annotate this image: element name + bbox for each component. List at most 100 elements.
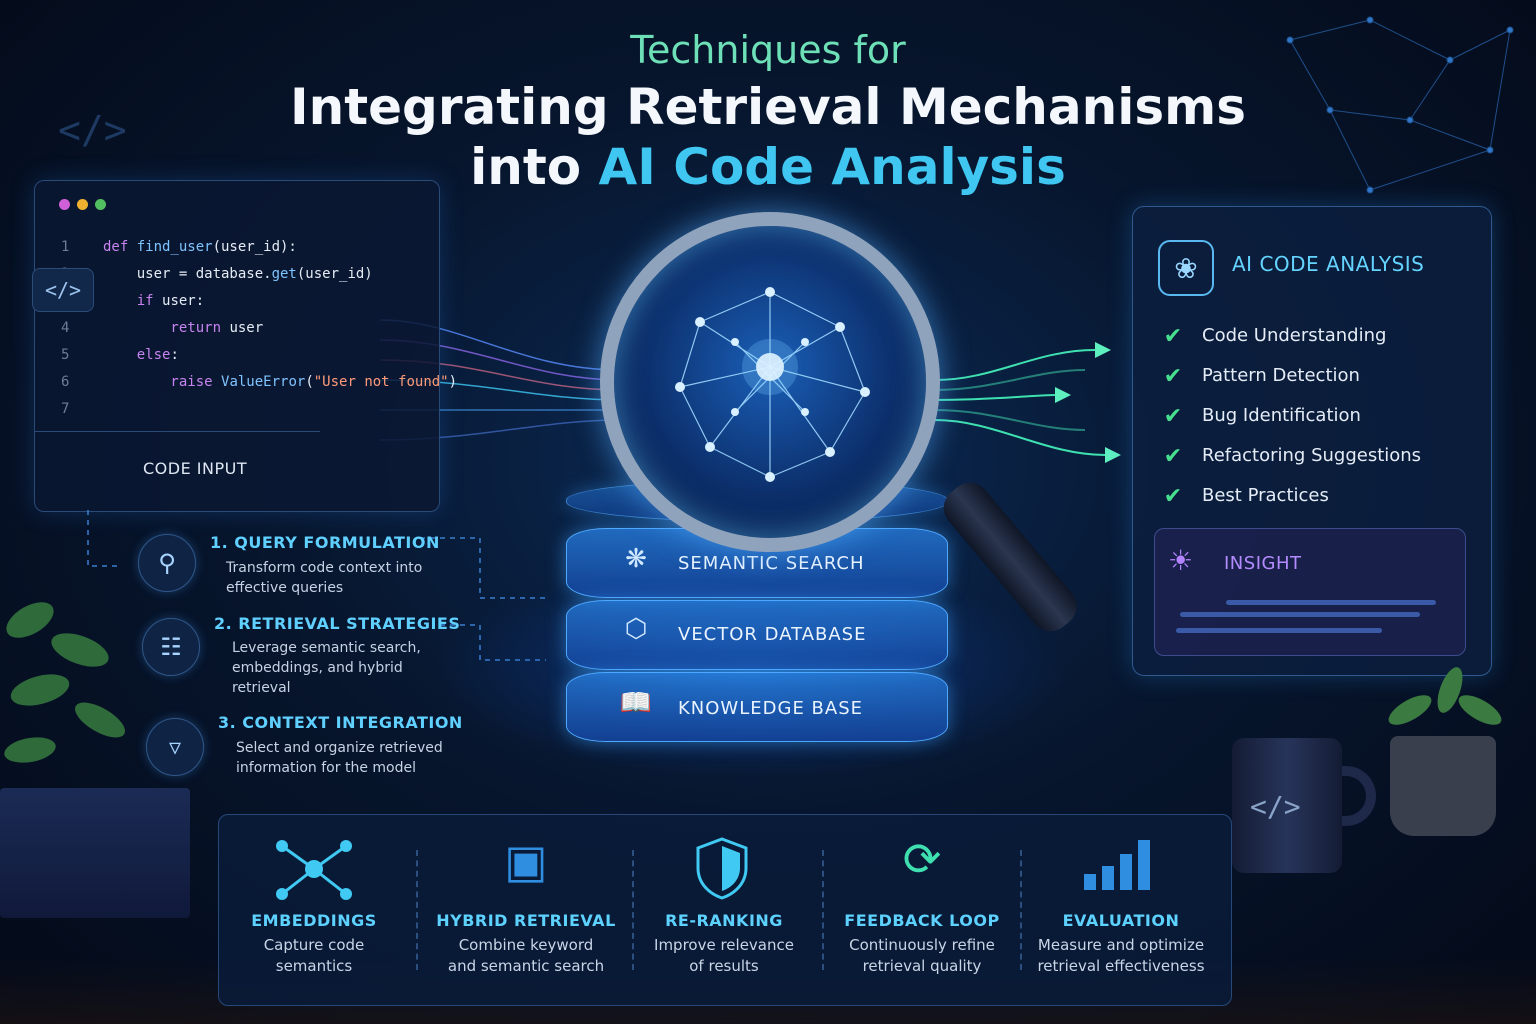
feature-description: of results [689,957,759,975]
puzzle-icon: ▣ [504,834,548,888]
feature-title: FEEDBACK LOOP [844,911,1000,930]
feature-title: HYBRID RETRIEVAL [436,911,616,930]
analysis-item: Best Practices [1202,485,1329,506]
stack-layer-knowledge-base [566,672,948,742]
page-title-line-1: Integrating Retrieval Mechanisms [290,78,1246,136]
books-decoration [0,788,190,918]
network-mesh-decoration [1286,16,1514,194]
code-line-4: return user [103,320,263,336]
code-editor-panel: 1 2 3 4 5 6 7 def find_user(user_id): us… [34,180,457,512]
code-keyword: raise [103,374,222,390]
feature-separator [822,850,824,970]
code-function: ValueError [221,374,306,390]
line-number: 6 [61,374,70,390]
feature-description: Combine keyword [458,936,594,954]
code-line-5: else: [103,347,179,363]
feature-separator [416,850,418,970]
code-text: user = database. [103,266,272,282]
analysis-item: Code Understanding [1202,325,1387,346]
stack-label: VECTOR DATABASE [678,624,867,645]
code-function: find_user [136,239,213,255]
code-text: ) [448,374,458,390]
check-icon: ✔ [1163,364,1183,389]
line-number: 7 [61,401,70,417]
stack-label: KNOWLEDGE BASE [678,698,863,719]
feature-description: retrieval quality [862,957,982,975]
hexagon-network-icon: ⬡ [624,614,648,644]
mug-handle [1330,766,1376,826]
code-keyword: else [103,347,171,363]
code-input-label: CODE INPUT [143,459,248,478]
code-keyword: return [103,320,230,336]
page-subtitle: Techniques for [630,28,906,72]
insight-placeholder-line [1180,612,1420,617]
book-icon: 📖 [619,688,653,718]
stack-label: SEMANTIC SEARCH [678,553,865,574]
page-title-line-2: into AI Code Analysis [0,138,1536,196]
filter-icon: ▿ [146,718,204,776]
feature-title: EVALUATION [1062,911,1180,930]
feature-description: Capture code [263,936,365,954]
graph-icon [276,840,352,900]
features-bar [218,814,1232,1006]
check-icon: ✔ [1163,404,1183,429]
plant-right-decoration [1388,667,1502,725]
stack-layer-vector-database [566,600,948,670]
code-line-3: if user: [103,293,204,309]
plant-left-decoration [4,602,125,763]
coffee-mug [1232,738,1342,873]
code-line-1: def find_user(user_id): [103,239,297,255]
code-text: (user_id): [212,239,297,255]
insight-placeholder-line [1226,600,1436,605]
title-accent: AI Code Analysis [598,138,1066,196]
code-text: ( [305,374,314,390]
search-icon: ⚲ [138,534,196,592]
network-icon: ❋ [625,544,647,574]
lightbulb-icon: ☀ [1168,544,1194,577]
code-symbol-decoration: </> [58,108,127,152]
feature-description: Continuously refine [849,936,995,954]
code-text: (user_id) [296,266,373,282]
code-function: get [271,266,297,282]
analysis-item: Bug Identification [1202,405,1361,426]
insight-placeholder-line [1176,628,1382,633]
code-line-2: user = database.get(user_id) [103,266,373,282]
window-dot-green [95,199,106,210]
feature-separator [632,850,634,970]
step-title: 2. RETRIEVAL STRATEGIES [214,614,461,633]
brain-icon: ❀ [1158,240,1214,296]
mug-code-logo: </> [1250,790,1301,823]
step-description: Transform code context into effective qu… [226,560,423,596]
database-icon: ☷ [142,618,200,676]
check-icon: ✔ [1163,444,1183,469]
feature-description: Measure and optimize [1037,936,1205,954]
insight-label: INSIGHT [1224,553,1302,574]
neural-network-icon [675,287,870,482]
feature-description: and semantic search [447,957,605,975]
window-dot-magenta [59,199,70,210]
code-string: "User not found" [313,374,449,390]
step-title: 1. QUERY FORMULATION [210,533,440,552]
insight-box [1154,528,1466,656]
analysis-item: Refactoring Suggestions [1202,445,1422,466]
feature-description: Improve relevance [654,936,794,954]
step-description: Leverage semantic search, embeddings, an… [232,640,421,696]
code-input-bar [35,431,320,502]
title-prefix: into [470,138,599,196]
step-connectors [87,510,550,661]
code-keyword: def [103,239,137,255]
code-brackets-icon: </> [32,268,94,312]
code-line-6: raise ValueError("User not found") [103,374,457,390]
feature-description: semantics [275,957,353,975]
check-icon: ✔ [1163,484,1183,509]
line-number: 1 [61,239,70,255]
line-number: 4 [61,320,70,336]
output-flow-arrows [935,342,1121,463]
code-text: user [229,320,264,336]
code-text: user: [162,293,205,309]
step-description: Select and organize retrieved informatio… [236,740,443,776]
shield-icon [696,837,748,900]
feature-title: RE-RANKING [665,911,783,930]
feature-separator [1020,850,1022,970]
plant-pot [1390,736,1496,836]
